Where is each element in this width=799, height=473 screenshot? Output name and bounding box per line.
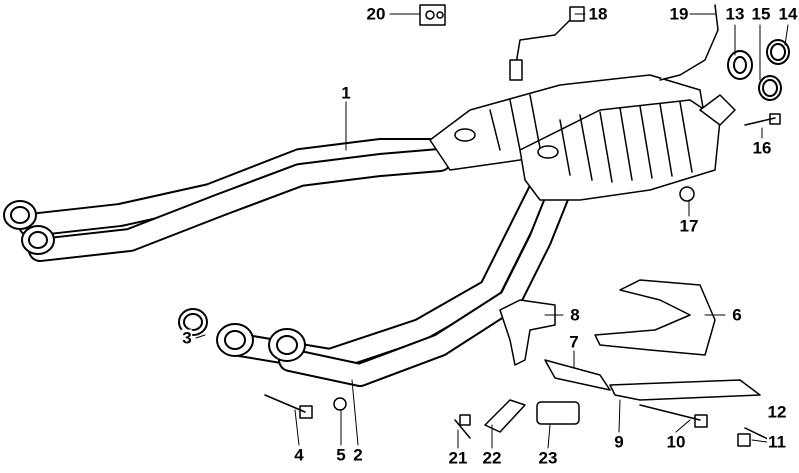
- callout-5: 5: [335, 445, 347, 465]
- callout-21: 21: [447, 448, 469, 468]
- callout-20: 20: [365, 4, 387, 24]
- callout-17: 17: [678, 216, 700, 236]
- callout-6: 6: [731, 305, 743, 325]
- callout-18: 18: [587, 4, 609, 24]
- callout-19: 19: [668, 4, 690, 24]
- callout-23: 23: [537, 448, 559, 468]
- callout-1: 1: [340, 83, 352, 103]
- callout-9: 9: [613, 432, 625, 452]
- callout-14: 14: [777, 4, 799, 24]
- front-pipe-upper: [18, 138, 452, 262]
- callout-13: 13: [724, 4, 746, 24]
- callout-15: 15: [750, 4, 772, 24]
- hardware: [264, 4, 786, 447]
- callout-16: 16: [751, 138, 773, 158]
- callout-8: 8: [569, 305, 581, 325]
- callout-3: 3: [181, 328, 193, 348]
- callout-7: 7: [568, 332, 580, 352]
- callout-11: 11: [767, 432, 787, 452]
- callout-2: 2: [352, 445, 364, 465]
- callout-22: 22: [481, 448, 503, 468]
- flanges: [3, 39, 790, 362]
- callout-10: 10: [665, 432, 687, 452]
- catalytic-converter: [429, 74, 736, 201]
- callout-4: 4: [293, 445, 305, 465]
- callout-12: 12: [766, 402, 788, 422]
- front-pipe-lower: [228, 178, 572, 387]
